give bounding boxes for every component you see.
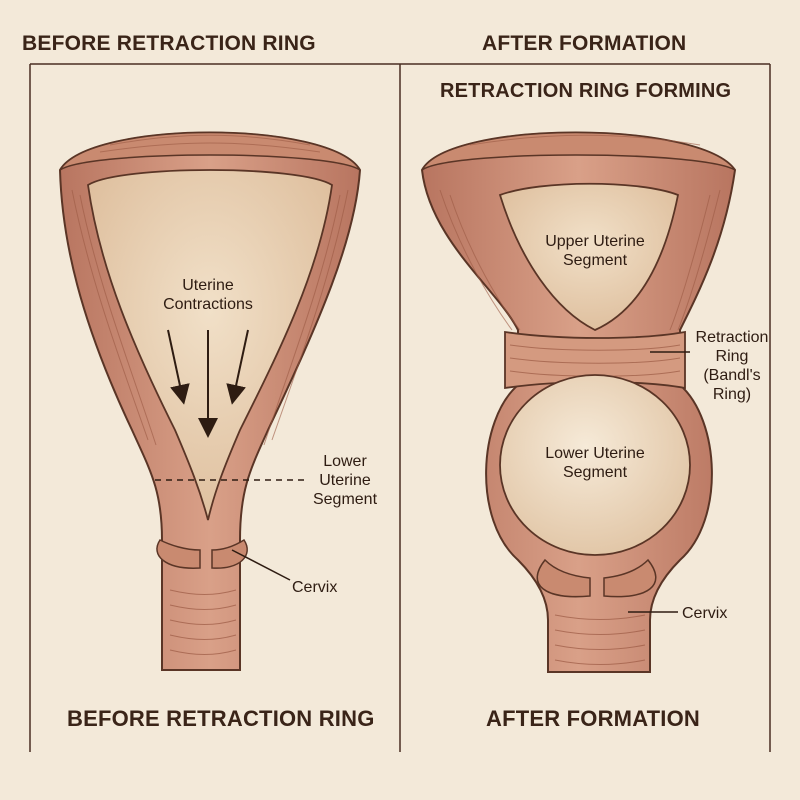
label-cervix-after: Cervix xyxy=(682,605,728,622)
uterus-before xyxy=(58,131,362,671)
subtitle-ring-forming: RETRACTION RING FORMING xyxy=(440,80,732,102)
title-before-bottom: BEFORE RETRACTION RING xyxy=(67,706,375,731)
label-lower-uterine-segment-after: Lower Uterine Segment xyxy=(545,445,645,481)
title-before-top: BEFORE RETRACTION RING xyxy=(22,32,316,55)
title-after-bottom: AFTER FORMATION xyxy=(486,706,701,731)
frame xyxy=(29,63,771,752)
uterus-after xyxy=(420,131,737,673)
label-upper-uterine-segment: Upper Uterine Segment xyxy=(545,233,645,269)
label-uterine-contractions: Uterine Contractions xyxy=(163,277,253,313)
label-retraction-ring: Retraction Ring (Bandl's Ring) xyxy=(695,329,769,403)
label-lower-uterine-segment-before: Lower Uterine Segment xyxy=(312,453,378,508)
label-cervix-before: Cervix xyxy=(292,579,338,596)
title-after-top: AFTER FORMATION xyxy=(482,32,687,55)
